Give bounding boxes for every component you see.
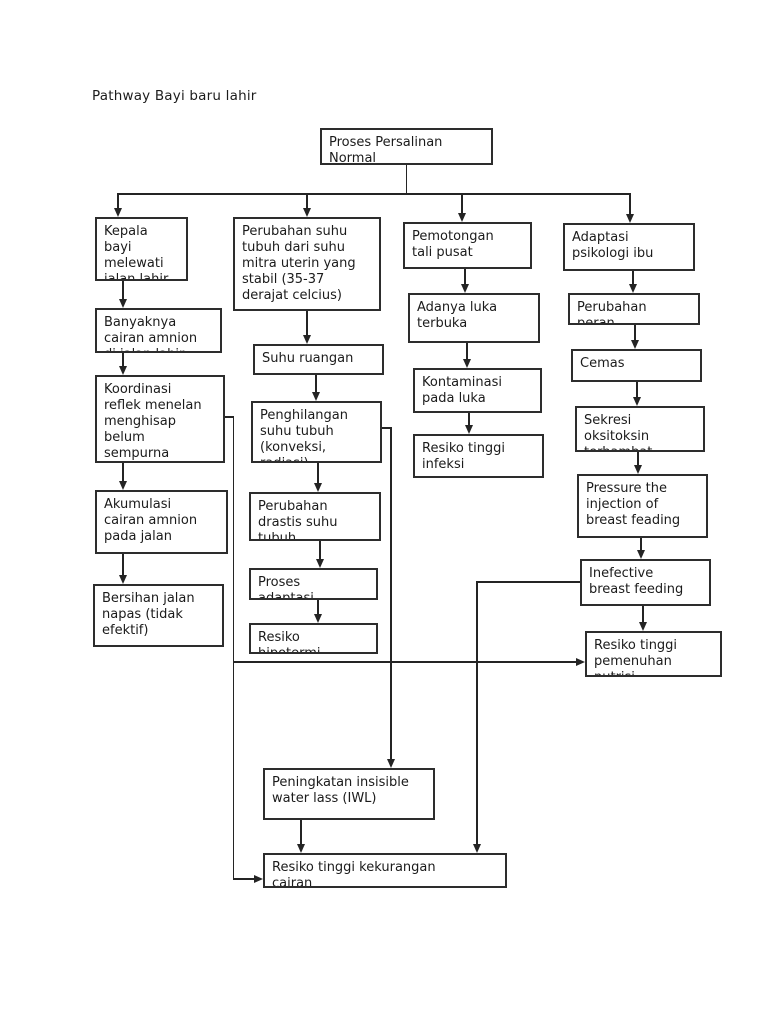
arrowhead-down-icon [457,213,466,222]
connector-line [319,541,321,559]
node-resiko-tinggi-pemenuhan: Resiko tinggi pemenuhan nutrisi [585,631,722,677]
node-perubahan-suhu-tubuh: Perubahan suhu tubuh dari suhu mitra ute… [233,217,381,311]
connector-line [306,311,308,335]
arrowhead-down-icon [462,359,471,368]
node-perubahan-drastis-suhu: Perubahan drastis suhu tubuh [249,492,381,541]
arrowhead-right-icon [576,657,585,666]
connector-line [122,353,124,366]
arrowhead-down-icon [632,397,641,406]
connector-line [117,193,631,195]
arrowhead-down-icon [296,844,305,853]
page-title: Pathway Bayi baru lahir [92,88,257,104]
connector-line [122,281,124,299]
arrowhead-down-icon [302,335,311,344]
node-pemotongan-tali-pusat: Pemotongan tali pusat [403,222,532,269]
arrowhead-down-icon [302,208,311,217]
arrowhead-down-icon [118,366,127,375]
connector-line [300,820,302,844]
connector-line [306,193,308,208]
node-banyaknya-cairan-amnion: Banyaknya cairan amnion di jalan lahir [95,308,222,353]
arrowhead-down-icon [633,465,642,474]
connector-line [122,463,124,481]
arrowhead-down-icon [313,614,322,623]
node-adaptasi-psikologi-ibu: Adaptasi psikologi ibu [563,223,695,271]
node-penghilangan-suhu-tubuh: Penghilangan suhu tubuh (konveksi, radia… [251,401,382,463]
node-akumulasi-cairan-amnion: Akumulasi cairan amnion pada jalan [95,490,228,554]
connector-line [476,581,478,844]
connector-line [232,416,234,880]
connector-line [637,452,639,465]
arrowhead-down-icon [464,425,473,434]
node-kepala-bayi: Kepala bayi melewati jalan lahir [95,217,188,281]
connector-line [476,581,581,583]
node-proses-persalinan-normal: Proses Persalinan Normal [320,128,493,165]
connector-line [382,427,391,429]
node-inefective-breast-feeding: Inefective breast feeding [580,559,711,606]
connector-line [117,193,119,208]
node-koordinasi-reflek: Koordinasi reflek menelan menghisap belu… [95,375,225,463]
arrowhead-down-icon [311,392,320,401]
arrowhead-right-icon [254,874,263,883]
connector-line [640,538,642,550]
connector-line [232,878,255,880]
node-bersihan-jalan-napas: Bersihan jalan napas (tidak efektif) [93,584,224,647]
node-pressure-injection-breast-feading: Pressure the injection of breast feading [577,474,708,538]
arrowhead-down-icon [313,483,322,492]
arrowhead-down-icon [386,759,395,768]
connector-line [468,413,470,425]
connector-line [317,463,319,483]
connector-line [642,606,644,622]
connector-line [634,325,636,340]
node-resiko-tinggi-infeksi: Resiko tinggi infeksi [413,434,544,478]
arrowhead-down-icon [472,844,481,853]
connector-line [122,554,124,575]
arrowhead-down-icon [460,284,469,293]
connector-line [315,375,317,392]
arrowhead-down-icon [113,208,122,217]
node-resiko-tinggi-kekurangan-cairan: Resiko tinggi kekurangan cairan [263,853,507,888]
connector-line [232,661,577,663]
node-adanya-luka-terbuka: Adanya luka terbuka [408,293,540,343]
node-proses-adaptasi: Proses adaptasi [249,568,378,600]
connector-line [464,269,466,284]
node-peningkatan-iwl: Peningkatan insisible water lass (IWL) [263,768,435,820]
node-perubahan-peran: Perubahan peran [568,293,700,325]
arrowhead-down-icon [636,550,645,559]
connector-line [466,343,468,359]
node-suhu-ruangan: Suhu ruangan [253,344,384,375]
node-cemas: Cemas [571,349,702,382]
node-resiko-hipotermi: Resiko hipotermi [249,623,378,654]
arrowhead-down-icon [628,284,637,293]
connector-line [461,193,463,213]
node-kontaminasi-pada-luka: Kontaminasi pada luka [413,368,542,413]
arrowhead-down-icon [315,559,324,568]
connector-line [317,600,319,614]
connector-line [632,271,634,284]
connector-line [225,416,233,418]
arrowhead-down-icon [625,214,634,223]
arrowhead-down-icon [118,481,127,490]
connector-line [629,193,631,214]
arrowhead-down-icon [118,575,127,584]
arrowhead-down-icon [638,622,647,631]
connector-line [405,165,408,194]
arrowhead-down-icon [118,299,127,308]
node-sekresi-oksitoksin: Sekresi oksitoksin terhambat [575,406,705,452]
connector-line [390,427,392,759]
connector-line [636,382,638,397]
arrowhead-down-icon [630,340,639,349]
